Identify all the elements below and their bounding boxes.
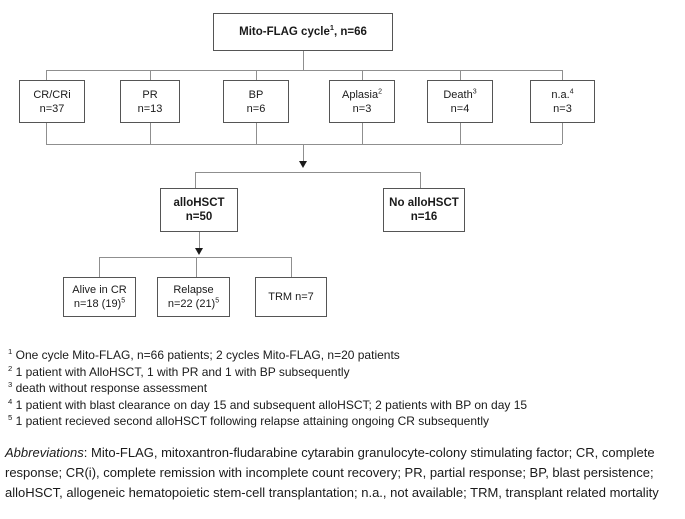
allohsct-count: n=50 [185, 211, 213, 223]
footnote-ref-3: 3 [472, 87, 477, 95]
connector-line [46, 70, 47, 80]
connector-line [195, 172, 196, 188]
connector-line [256, 123, 257, 144]
connector-line [99, 257, 291, 258]
footnote-1: 1 One cycle Mito-FLAG, n=66 patients; 2 … [8, 347, 400, 362]
outcome-count: n=37 [39, 102, 65, 115]
trm-box: TRM n=7 [255, 277, 327, 317]
relapse-count: n=22 (21)5 [167, 297, 220, 310]
connector-line [46, 70, 562, 71]
allohsct-label: alloHSCT [173, 197, 225, 209]
allohsct-box: alloHSCT n=50 [160, 188, 238, 232]
root-box-mito-flag-cycle: Mito-FLAG cycle1, n=66 [213, 13, 393, 51]
root-box-label: Mito-FLAG cycle1, n=66 [239, 23, 367, 38]
arrow-down-icon [299, 161, 307, 168]
outcome-label: PR [142, 88, 158, 101]
connector-line [562, 70, 563, 80]
connector-line [196, 257, 197, 277]
outcome-label: BP [248, 88, 264, 101]
footnote-ref-4: 4 [569, 87, 574, 95]
no-allohsct-label: No alloHSCT [389, 197, 459, 209]
connector-line [420, 172, 421, 188]
relapse-label: Relapse [173, 284, 214, 296]
abbreviations-paragraph: Abbreviations: Mito-FLAG, mitoxantron-fl… [5, 443, 683, 503]
connector-line [150, 70, 151, 80]
alive-in-cr-box: Alive in CR n=18 (19)5 [63, 277, 136, 317]
no-allohsct-count: n=16 [410, 211, 438, 223]
alive-in-cr-label: Alive in CR [72, 284, 127, 296]
connector-line [460, 70, 461, 80]
connector-line [303, 144, 304, 161]
outcome-box-na: n.a.4 n=3 [530, 80, 595, 123]
footnote-ref-5: 5 [215, 297, 220, 305]
outcome-label: CR/CRi [33, 88, 71, 101]
outcome-box-death: Death3 n=4 [427, 80, 493, 123]
connector-line [362, 70, 363, 80]
outcome-box-cr-cri: CR/CRi n=37 [19, 80, 85, 123]
connector-line [46, 144, 562, 145]
connector-line [362, 123, 363, 144]
connector-line [199, 232, 200, 248]
abbreviations-lead: Abbreviations [5, 445, 84, 460]
footnote-2: 2 1 patient with AlloHSCT, 1 with PR and… [8, 363, 350, 379]
connector-line [256, 70, 257, 80]
abbreviations-text: : Mito-FLAG, mitoxantron-fludarabine cyt… [5, 445, 659, 500]
connector-line [303, 51, 304, 70]
outcome-count: n=4 [450, 102, 470, 115]
arrow-down-icon [195, 248, 203, 255]
footnote-5: 5 1 patient recieved second alloHSCT fol… [8, 413, 490, 428]
outcome-count: n=3 [352, 102, 372, 115]
alive-in-cr-count: n=18 (19)5 [73, 297, 126, 310]
footnotes: 1 One cycle Mito-FLAG, n=66 patients; 2 … [8, 347, 527, 430]
connector-line [460, 123, 461, 144]
footnote-ref-5: 5 [121, 297, 126, 305]
footnote-ref-1: 1 [329, 23, 334, 33]
connector-line [46, 123, 47, 144]
connector-line [195, 172, 420, 173]
footnote-3: 3 death without response assessment [8, 380, 208, 395]
outcome-label: n.a.4 [551, 87, 574, 101]
outcome-label: Death3 [443, 87, 477, 101]
connector-line [150, 123, 151, 144]
outcome-box-aplasia: Aplasia2 n=3 [329, 80, 395, 123]
connector-line [562, 123, 563, 144]
footnote-ref-2: 2 [378, 87, 382, 95]
trm-label: TRM n=7 [268, 291, 314, 303]
outcome-count: n=6 [246, 102, 266, 115]
outcome-label: Aplasia2 [342, 87, 382, 101]
relapse-box: Relapse n=22 (21)5 [157, 277, 230, 317]
connector-line [291, 257, 292, 277]
footnote-4: 4 1 patient with blast clearance on day … [8, 396, 528, 412]
connector-line [99, 257, 100, 277]
outcome-box-bp: BP n=6 [223, 80, 289, 123]
no-allohsct-box: No alloHSCT n=16 [383, 188, 465, 232]
outcome-box-pr: PR n=13 [120, 80, 180, 123]
outcome-count: n=13 [137, 102, 163, 115]
outcome-count: n=3 [553, 102, 572, 115]
